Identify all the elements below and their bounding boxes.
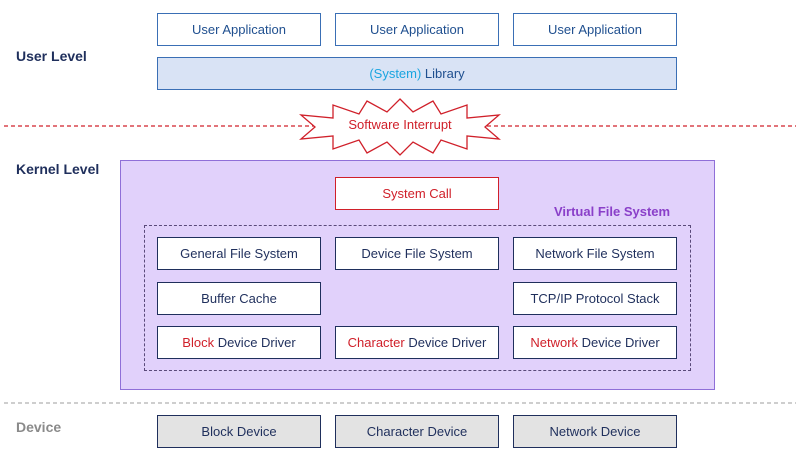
driver-prefix: Network (530, 335, 579, 350)
user-application-box: User Application (157, 13, 321, 46)
driver-prefix: Character (347, 335, 405, 350)
user-application-box: User Application (335, 13, 499, 46)
driver-label: Device Driver (214, 335, 296, 350)
library-prefix: (System) (369, 66, 422, 81)
driver-label: Device Driver (578, 335, 660, 350)
device-level-label: Device (16, 419, 62, 435)
virtual-file-system-area (144, 225, 691, 371)
system-library-box: (System) Library (157, 57, 677, 90)
character-device-driver-box: Character Device Driver (335, 326, 499, 359)
software-interrupt-burst-shape (299, 98, 501, 156)
software-interrupt-label: Software Interrupt (348, 117, 452, 132)
virtual-file-system-label: Virtual File System (554, 204, 671, 219)
buffer-cache-box: Buffer Cache (157, 282, 321, 315)
user-application-box: User Application (513, 13, 677, 46)
driver-prefix: Block (182, 335, 215, 350)
character-device-box: Character Device (335, 415, 499, 448)
system-call-box: System Call (335, 177, 499, 210)
general-file-system-box: General File System (157, 237, 321, 270)
network-file-system-box: Network File System (513, 237, 677, 270)
block-device-box: Block Device (157, 415, 321, 448)
tcpip-protocol-stack-box: TCP/IP Protocol Stack (513, 282, 677, 315)
block-device-driver-box: Block Device Driver (157, 326, 321, 359)
user-level-label: User Level (16, 48, 87, 64)
kernel-device-separator (4, 402, 796, 404)
driver-label: Device Driver (404, 335, 487, 350)
kernel-level-label: Kernel Level (16, 161, 100, 177)
device-file-system-box: Device File System (335, 237, 499, 270)
network-device-box: Network Device (513, 415, 677, 448)
network-device-driver-box: Network Device Driver (513, 326, 677, 359)
library-label: Library (421, 66, 465, 81)
